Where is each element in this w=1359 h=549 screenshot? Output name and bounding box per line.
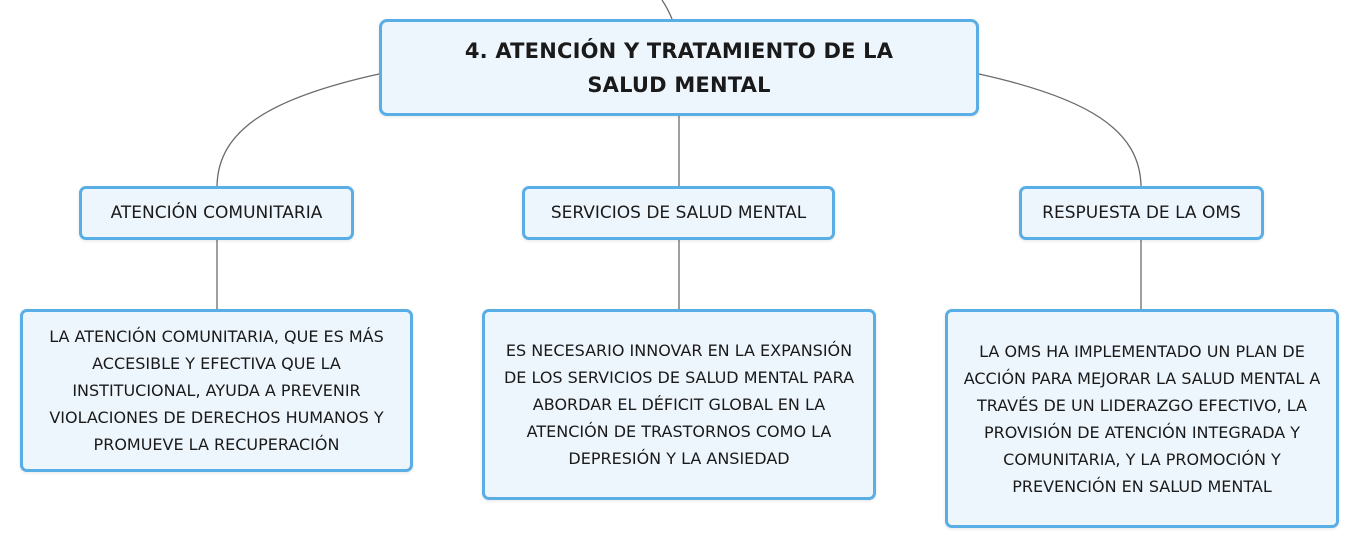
topic-label: SERVICIOS DE SALUD MENTAL: [550, 203, 807, 223]
topic-atencion-comunitaria[interactable]: ATENCIÓN COMUNITARIA: [79, 186, 354, 240]
subtopic-text: ES NECESARIO INNOVAR EN LA EXPANSIÓN DE …: [503, 341, 855, 468]
connector-root-to-respuesta-oms: [978, 73, 1142, 187]
root-topic-label: 4. ATENCIÓN Y TRATAMIENTO DE LA SALUD ME…: [464, 38, 894, 97]
topic-label: ATENCIÓN COMUNITARIA: [110, 203, 323, 223]
subtopic-text: LA OMS HA IMPLEMENTADO UN PLAN DE ACCIÓN…: [963, 341, 1321, 496]
root-topic[interactable]: 4. ATENCIÓN Y TRATAMIENTO DE LA SALUD ME…: [379, 19, 979, 116]
topic-label: RESPUESTA DE LA OMS: [1042, 203, 1241, 223]
subtopic-text: LA ATENCIÓN COMUNITARIA, QUE ES MÁS ACCE…: [49, 327, 384, 454]
connector-parent-to-root: [661, 0, 673, 20]
subtopic-servicios-detail[interactable]: ES NECESARIO INNOVAR EN LA EXPANSIÓN DE …: [482, 309, 876, 500]
topic-servicios-de-salud-mental[interactable]: SERVICIOS DE SALUD MENTAL: [522, 186, 835, 240]
topic-respuesta-de-la-oms[interactable]: RESPUESTA DE LA OMS: [1019, 186, 1264, 240]
subtopic-atencion-comunitaria-detail[interactable]: LA ATENCIÓN COMUNITARIA, QUE ES MÁS ACCE…: [20, 309, 413, 472]
subtopic-respuesta-oms-detail[interactable]: LA OMS HA IMPLEMENTADO UN PLAN DE ACCIÓN…: [945, 309, 1339, 528]
connector-root-to-atencion-comunitaria: [216, 73, 380, 187]
